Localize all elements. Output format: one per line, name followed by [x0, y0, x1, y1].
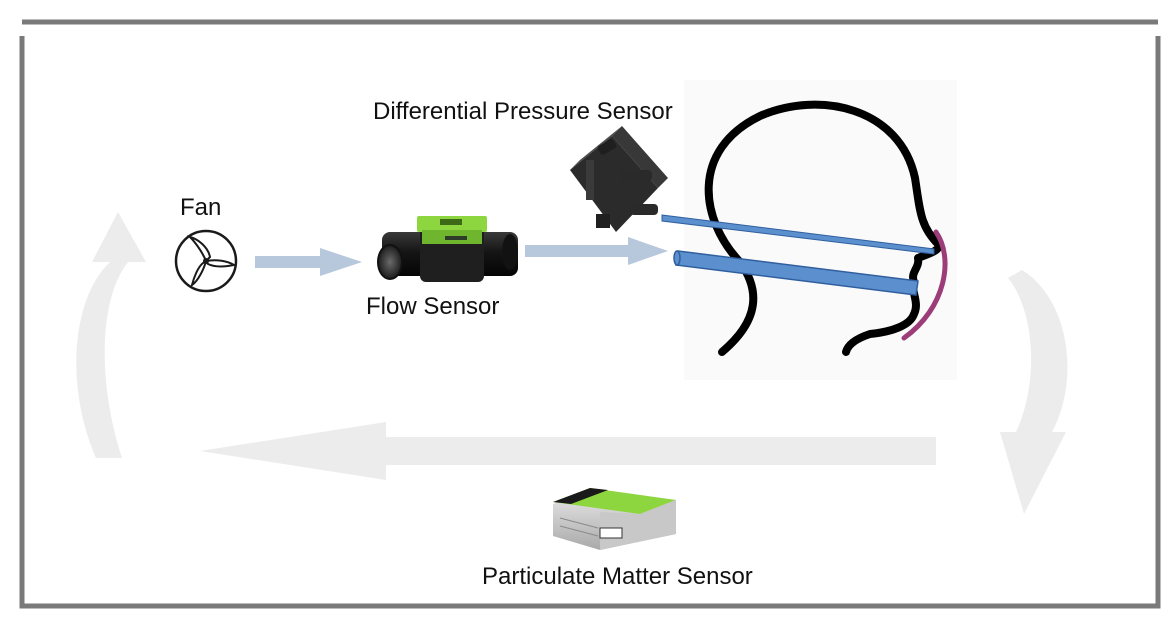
flow-arrow-sensor-to-head	[525, 237, 668, 265]
return-arrow-right	[1000, 270, 1068, 514]
head-panel	[684, 80, 957, 380]
fan-icon	[174, 229, 238, 293]
pressure-tube	[661, 214, 935, 255]
return-arrow-bottom	[200, 422, 936, 480]
flow-arrow-fan-to-sensor	[255, 248, 362, 276]
outer-frame	[19, 19, 1161, 609]
label-differential-pressure-sensor: Differential Pressure Sensor	[373, 98, 673, 125]
label-flow-sensor: Flow Sensor	[366, 293, 500, 320]
label-particulate-matter-sensor: Particulate Matter Sensor	[482, 563, 753, 590]
return-arrow-left	[76, 212, 146, 458]
label-fan: Fan	[180, 194, 222, 221]
flow-sensor-icon	[377, 216, 518, 282]
pm-sensor-icon	[553, 488, 676, 550]
flow-tube	[673, 250, 919, 296]
pressure-sensor-icon	[570, 126, 668, 232]
mask-curve	[901, 229, 948, 341]
